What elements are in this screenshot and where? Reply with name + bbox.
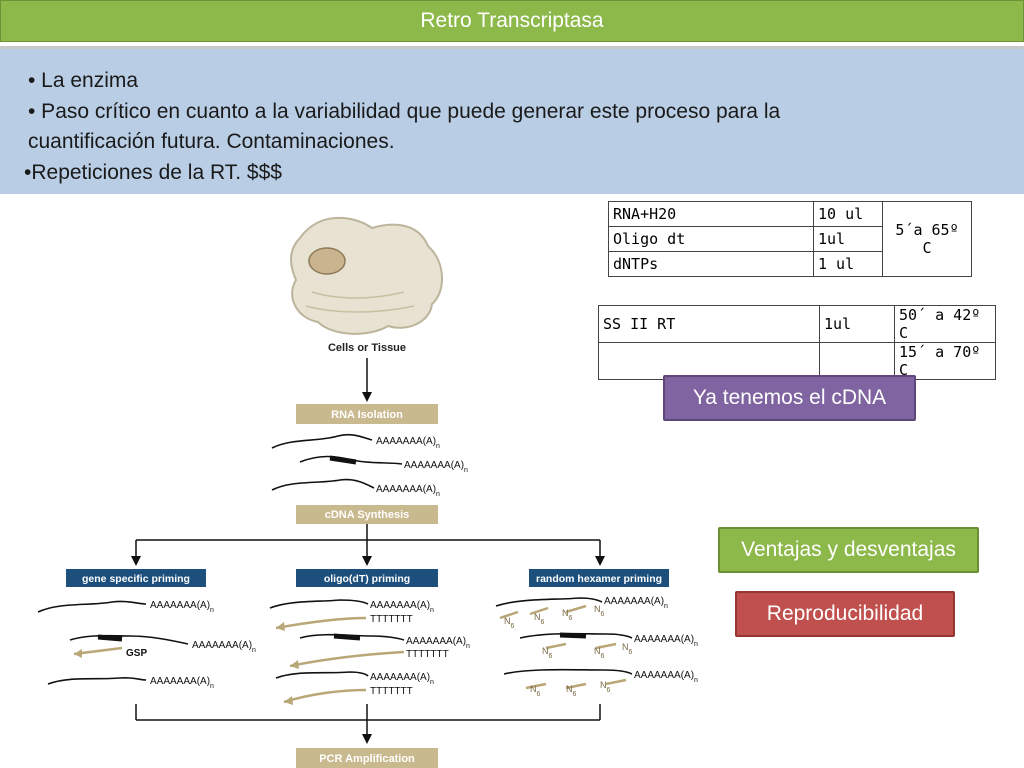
bullet-1: • La enzima — [28, 69, 139, 92]
polya-label: AAAAAAA(A)n — [370, 600, 434, 614]
polya-label: AAAAAAA(A)n — [406, 636, 470, 650]
table-cell: 10 ul — [813, 201, 883, 227]
polya-label: AAAAAAA(A)n — [634, 634, 698, 648]
n6-label: N6 — [534, 612, 545, 626]
polya-label: AAAAAAA(A)n — [604, 596, 668, 610]
gene-specific-header — [66, 569, 206, 587]
polya-subscript: n — [694, 641, 698, 648]
rna-isolation-header — [296, 404, 438, 424]
table-cell: RNA+H20 — [608, 201, 814, 227]
table-row: RNA+H20 10 ul 5´a 65º C — [608, 201, 972, 277]
polya-subscript: n — [664, 603, 668, 610]
pcr-amplification-header — [296, 748, 438, 768]
n6-subscript: 6 — [511, 623, 515, 630]
table-cell-condition: 5´a 65º C — [882, 201, 972, 277]
n6-label: N6 — [542, 646, 553, 660]
reagent-table-1: RNA+H20 10 ul 5´a 65º C Oligo dt 1ul dNT… — [608, 201, 972, 277]
n6-subscript: 6 — [569, 615, 573, 622]
polya-subscript: n — [694, 677, 698, 684]
polya-subscript: n — [252, 647, 256, 654]
tttt-label: TTTTTTT — [370, 614, 413, 625]
polya-label: AAAAAAA(A)n — [150, 676, 214, 690]
n6-label: N6 — [504, 616, 515, 630]
table-cell-condition: 50´ a 42º C — [894, 305, 996, 343]
bullet-2: • Paso crítico en cuanto a la variabilid… — [28, 100, 781, 123]
bullet-panel: • La enzima • Paso crítico en cuanto a l… — [0, 46, 1024, 194]
n6-label: N6 — [594, 604, 605, 618]
n6-subscript: 6 — [629, 649, 633, 656]
polya-label: AAAAAAA(A)n — [376, 436, 440, 450]
cdna-synthesis-header — [296, 505, 438, 524]
cdna-synthesis-label: cDNA Synthesis — [325, 509, 410, 521]
table-cell: 1ul — [813, 226, 883, 252]
n6-label: N6 — [562, 608, 573, 622]
polya-subscript: n — [464, 467, 468, 474]
polya-subscript: n — [430, 607, 434, 614]
polya-subscript: n — [436, 443, 440, 450]
gsp-label: GSP — [126, 648, 147, 659]
pcr-amplification-label: PCR Amplification — [319, 753, 415, 765]
polya-label: AAAAAAA(A)n — [192, 640, 256, 654]
n6-label: N6 — [566, 684, 577, 698]
n6-label: N6 — [594, 646, 605, 660]
polya-label: AAAAAAA(A)n — [376, 484, 440, 498]
callout-reproducibilidad: Reproducibilidad — [735, 591, 955, 637]
n6-label: N6 — [622, 642, 633, 656]
gene-specific-label: gene specific priming — [82, 573, 190, 585]
polya-subscript: n — [210, 683, 214, 690]
table-row: dNTPs 1 ul — [608, 251, 972, 277]
cells-label: Cells or Tissue — [328, 342, 406, 354]
table-cell: SS II RT — [598, 305, 820, 343]
n6-label: N6 — [530, 684, 541, 698]
oligo-dt-header — [296, 569, 438, 587]
bullet-3: •Repeticiones de la RT. $$$ — [24, 161, 282, 184]
random-hexamer-header — [529, 569, 669, 587]
polya-subscript: n — [436, 491, 440, 498]
rna-isolation-label: RNA Isolation — [331, 409, 403, 421]
callout-cdna: Ya tenemos el cDNA — [663, 375, 916, 421]
n6-subscript: 6 — [601, 611, 605, 618]
nucleus — [308, 247, 346, 275]
n6-subscript: 6 — [541, 619, 545, 626]
polya-label: AAAAAAA(A)n — [404, 460, 468, 474]
table-cell: 1 ul — [813, 251, 883, 277]
table-row: SS II RT 1ul 50´ a 42º C — [598, 305, 996, 343]
n6-subscript: 6 — [549, 653, 553, 660]
branch-arrows — [131, 524, 605, 566]
polya-subscript: n — [430, 679, 434, 686]
callout-ventajas: Ventajas y desventajas — [718, 527, 979, 573]
merge-arrows — [135, 704, 601, 744]
polya-subscript: n — [210, 607, 214, 614]
random-hexamer-strands — [495, 597, 633, 690]
oligo-dt-label: oligo(dT) priming — [324, 573, 410, 585]
n6-subscript: 6 — [607, 687, 611, 694]
n6-subscript: 6 — [601, 653, 605, 660]
polya-label: AAAAAAA(A)n — [370, 672, 434, 686]
polya-subscript: n — [466, 643, 470, 650]
bullet-2-cont: cuantificación futura. Contaminaciones. — [28, 130, 395, 153]
n6-label: N6 — [600, 680, 611, 694]
random-hexamer-label: random hexamer priming — [536, 573, 662, 585]
n6-subscript: 6 — [573, 691, 577, 698]
oligo-dt-strands — [269, 599, 405, 705]
rna-strands — [271, 433, 403, 491]
polya-label: AAAAAAA(A)n — [634, 670, 698, 684]
cell-illustration — [290, 216, 444, 335]
slide-title: Retro Transcriptasa — [0, 0, 1024, 42]
n6-subscript: 6 — [537, 691, 541, 698]
gene-specific-strands — [37, 600, 189, 685]
table-row: Oligo dt 1ul — [608, 226, 972, 252]
table-cell-condition: 15´ a 70º C — [894, 342, 996, 380]
polya-label: AAAAAAA(A)n — [150, 600, 214, 614]
tttt-label: TTTTTTT — [370, 686, 413, 697]
tttt-label: TTTTTTT — [406, 649, 449, 660]
table-cell: dNTPs — [608, 251, 814, 277]
